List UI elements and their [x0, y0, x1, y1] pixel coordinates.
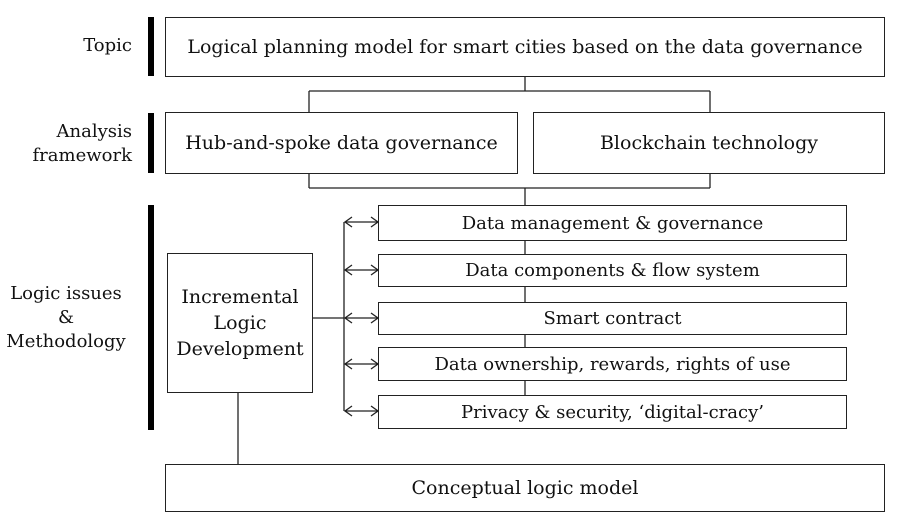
blockchain-box: Blockchain technology [533, 112, 885, 174]
section-bar-analysis [148, 113, 154, 173]
section-bar-logic [148, 205, 154, 430]
label-topic: Topic [83, 35, 132, 56]
issue-box-data-ownership: Data ownership, rewards, rights of use [378, 347, 847, 381]
topic-box: Logical planning model for smart cities … [165, 17, 885, 77]
incremental-logic-box: Incremental Logic Development [167, 253, 313, 393]
section-bar-topic [148, 17, 154, 76]
issue-box-smart-contract: Smart contract [378, 302, 847, 335]
hub-and-spoke-box: Hub-and-spoke data governance [165, 112, 518, 174]
label-analysis-framework: Analysis framework [32, 121, 132, 166]
issue-box-data-components: Data components & flow system [378, 254, 847, 287]
label-logic-methodology: Logic issues & Methodology [6, 283, 126, 352]
conceptual-logic-model-box: Conceptual logic model [165, 464, 885, 512]
issue-box-data-management: Data management & governance [378, 205, 847, 241]
issue-box-privacy-security: Privacy & security, ‘digital-cracy’ [378, 395, 847, 429]
